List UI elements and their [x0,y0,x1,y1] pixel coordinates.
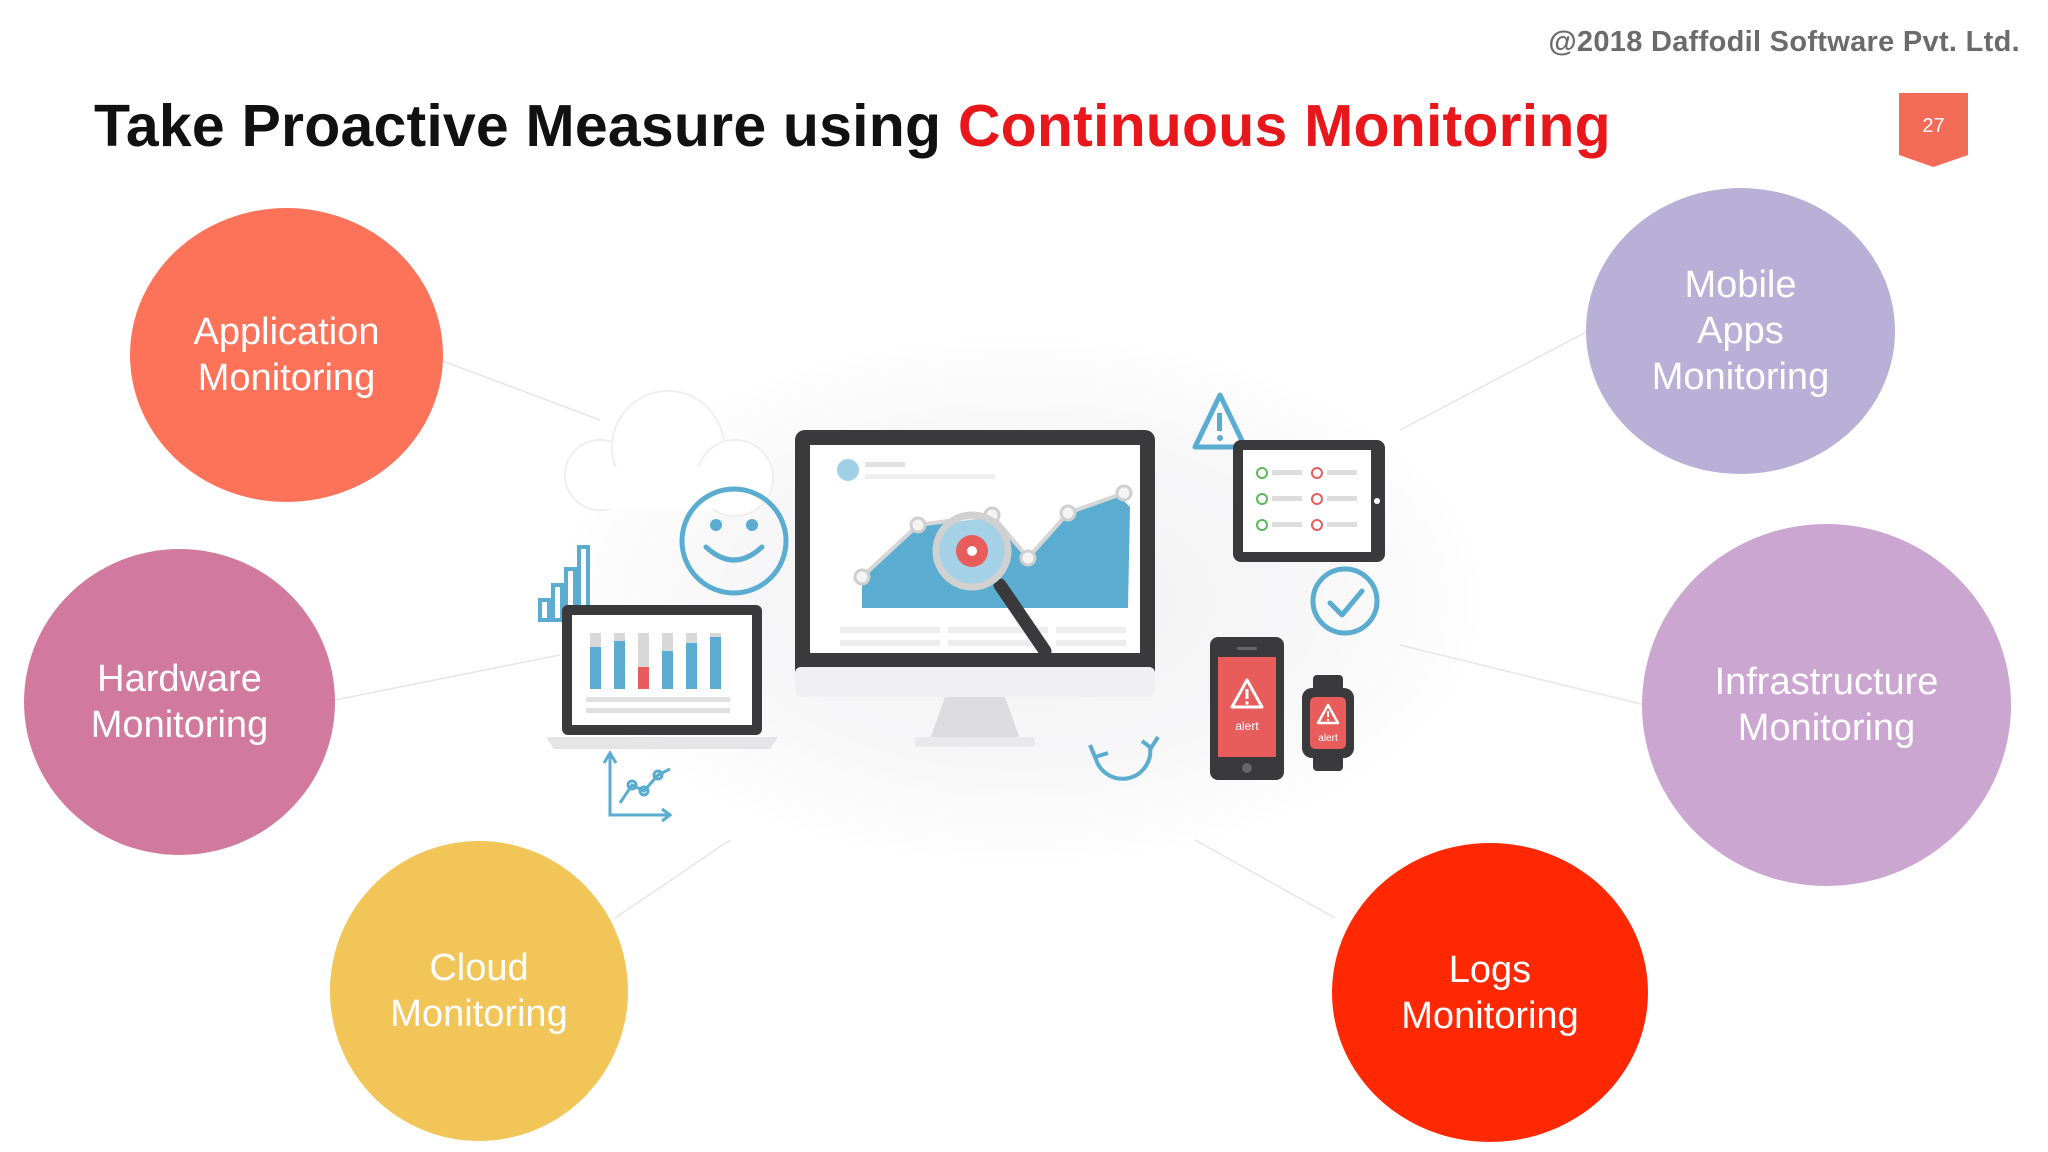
bubble-label-line2: Monitoring [1737,707,1916,749]
line-chart-icon [602,750,673,823]
laptop-icon [546,605,778,749]
monitoring-illustration: alert alert [538,390,1385,823]
copyright-text: @2018 Daffodil Software Pvt. Ltd. [1548,26,2020,58]
bubble-label-line2: Monitoring [197,357,376,399]
bubble-label-line2: Monitoring [90,704,269,746]
title-accent: Continuous Monitoring [957,93,1611,159]
bubble-label-line1: Mobile [1684,264,1797,306]
refresh-icon [1088,735,1160,781]
bubble-label-line3: Monitoring [1651,356,1830,398]
check-circle-icon [1310,566,1380,636]
bubble-label-line1: Infrastructure [1714,661,1939,703]
bubble-label-line1: Application [193,311,380,353]
bubble-label-line1: Hardware [97,658,262,700]
watch-alert-label: alert [1318,733,1338,744]
tablet-icon [1233,440,1385,562]
magnifier-icon [932,511,1052,658]
phone-icon: alert [1210,637,1284,780]
bubble-label-line2: Monitoring [1401,994,1579,1037]
warning-icon [1192,392,1248,450]
bubble-label-line1: Logs [1448,948,1532,991]
cloud-icon [564,390,774,517]
bubble-label-line1: Cloud [429,947,529,989]
bubble-label-line2: Apps [1697,310,1784,352]
page-number: 27 [1922,115,1945,137]
title-main: Take Proactive Measure using [94,93,958,159]
watch-icon: alert [1302,675,1354,771]
page-number-badge: 27 [1899,93,1968,167]
phone-alert-label: alert [1235,719,1259,733]
slide-title: Take Proactive Measure using Continuous … [94,92,1611,160]
smiley-icon [679,486,789,596]
bubble-label-line2: Monitoring [390,993,568,1035]
